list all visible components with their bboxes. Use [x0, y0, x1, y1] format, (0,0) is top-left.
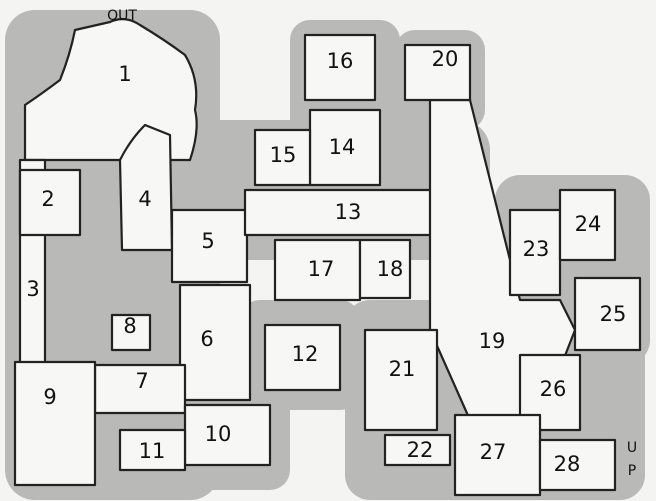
room-20 — [403, 43, 472, 102]
room-label: 22 — [407, 438, 434, 462]
room-label: 7 — [135, 369, 148, 393]
room-16 — [303, 33, 377, 102]
room-11 — [118, 428, 187, 472]
room-18 — [358, 238, 412, 300]
room-label: 5 — [201, 229, 214, 253]
room-label: 13 — [335, 200, 362, 224]
room-label: 11 — [139, 439, 166, 463]
stairs-up-label-u: U — [627, 440, 637, 456]
room-label: 3 — [26, 277, 39, 301]
room-label: 25 — [600, 302, 627, 326]
room-21 — [363, 328, 439, 432]
room-22 — [383, 433, 452, 467]
room-label: 16 — [327, 49, 354, 73]
room-label: 6 — [200, 327, 213, 351]
room-label: 10 — [205, 422, 232, 446]
room-label: 17 — [308, 257, 335, 281]
room-label: 15 — [270, 143, 297, 167]
room-12 — [263, 323, 342, 392]
room-6 — [178, 283, 252, 402]
room-label: 28 — [554, 452, 581, 476]
room-label: 18 — [377, 257, 404, 281]
stairs-up-label-p: P — [628, 463, 636, 479]
room-label: 27 — [480, 440, 507, 464]
room-25 — [573, 276, 642, 352]
room-17 — [273, 238, 362, 302]
room-27 — [453, 413, 542, 497]
room-labels: 1 2 3 4 5 6 7 8 9 10 11 12 13 14 15 16 1… — [26, 47, 626, 476]
room-label: 1 — [118, 62, 131, 86]
room-label: 14 — [329, 135, 356, 159]
room-label: 8 — [123, 314, 136, 338]
room-label: 20 — [432, 47, 459, 71]
exit-label: OUT — [107, 8, 137, 24]
room-label: 23 — [523, 237, 550, 261]
room-28 — [538, 438, 617, 492]
room-label: 24 — [575, 212, 602, 236]
room-15 — [253, 128, 312, 187]
room-label: 4 — [138, 187, 151, 211]
rooms — [13, 18, 642, 497]
room-1 — [23, 18, 198, 162]
room-label: 21 — [389, 357, 416, 381]
room-label: 26 — [540, 377, 567, 401]
room-24 — [558, 188, 617, 262]
room-8 — [110, 313, 152, 352]
room-label: 2 — [41, 187, 54, 211]
room-5 — [170, 208, 249, 284]
room-label: 12 — [292, 342, 319, 366]
room-label: 19 — [479, 329, 506, 353]
room-9 — [13, 360, 97, 487]
room-label: 9 — [43, 385, 56, 409]
room-14 — [308, 108, 382, 187]
room-2 — [18, 168, 82, 237]
